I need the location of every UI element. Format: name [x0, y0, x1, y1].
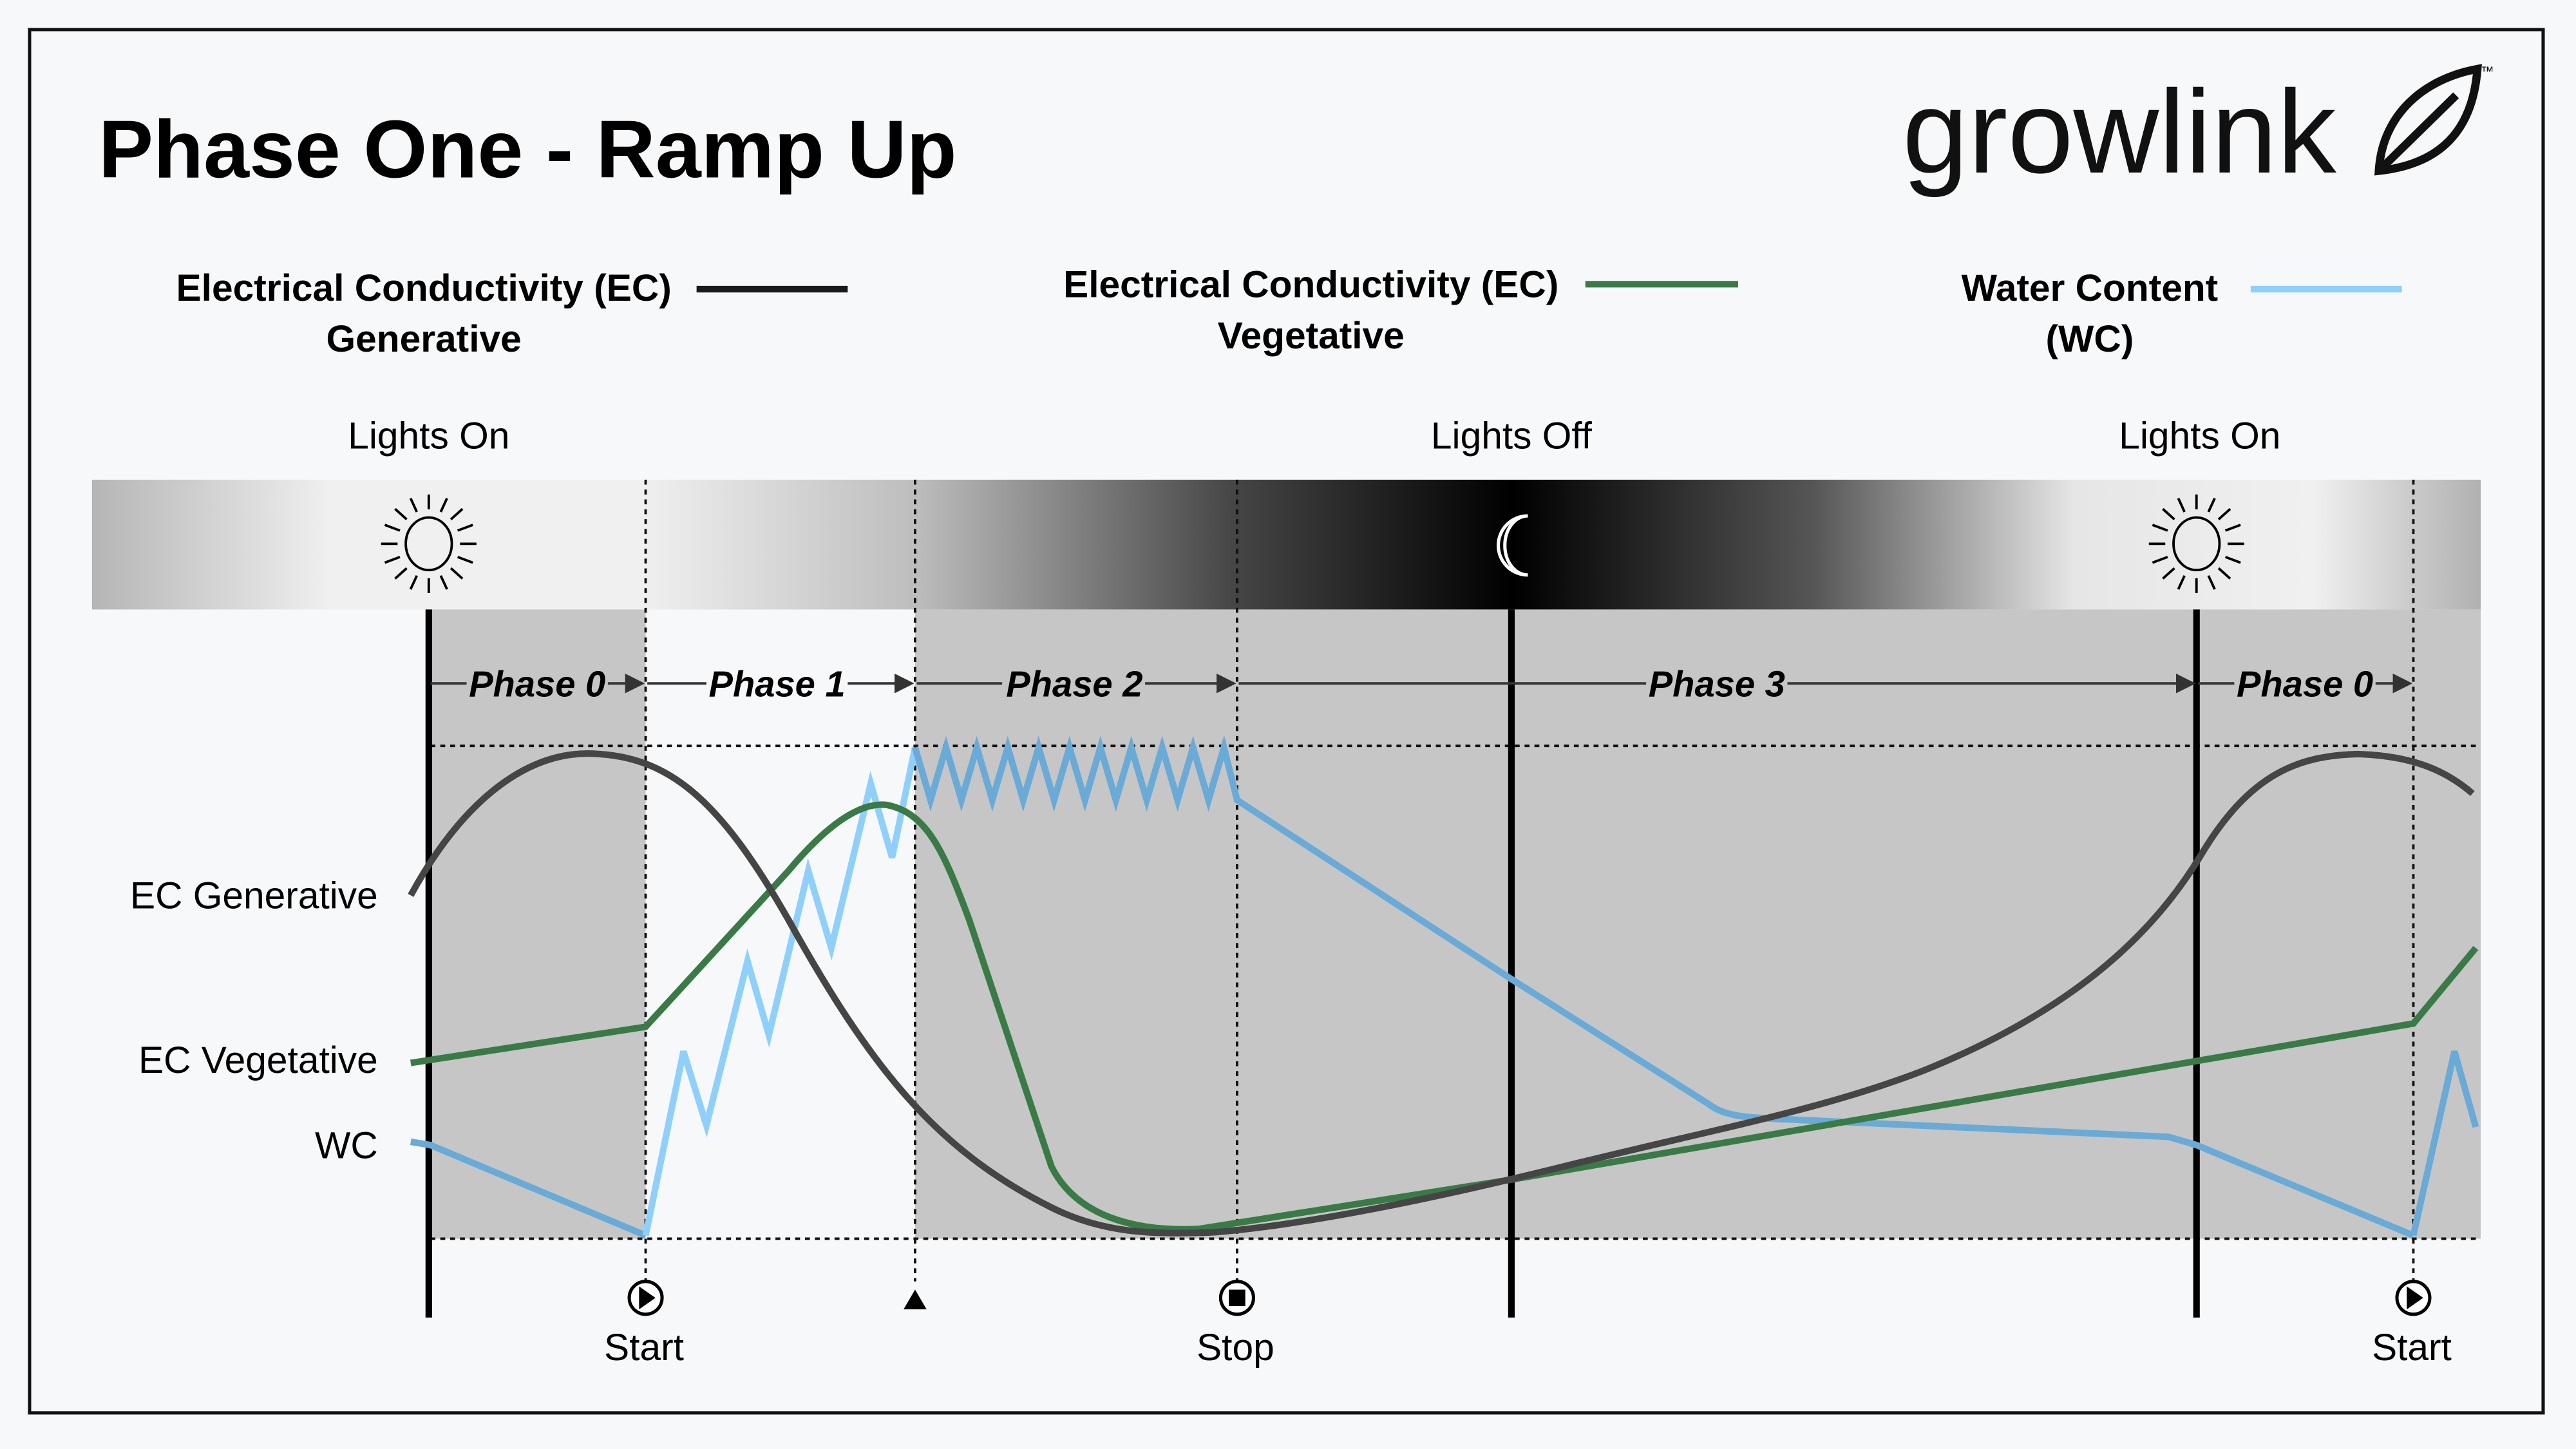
- trademark: ™: [2481, 64, 2494, 79]
- legend-label: Electrical Conductivity (EC): [1063, 264, 1558, 306]
- legend-ec-vegetative: Electrical Conductivity (EC) Vegetative: [1063, 264, 1738, 357]
- start-label: Start: [2372, 1327, 2452, 1368]
- ec-generative-curve: [408, 750, 2475, 1236]
- logo-text: growlink: [1902, 66, 2337, 198]
- leaf-icon: [2374, 64, 2482, 176]
- y-label-ec-generative: EC Generative: [130, 875, 378, 917]
- moon-icon: [1496, 514, 1528, 577]
- legend-ec-generative: Electrical Conductivity (EC) Generative: [176, 267, 848, 360]
- wc-curve-phase1: [642, 746, 918, 1236]
- lights-off-label: Lights Off: [1431, 415, 1593, 457]
- daylight-bar: [91, 479, 2481, 610]
- start-label: Start: [604, 1327, 684, 1368]
- phase-boundaries: [430, 479, 2481, 1282]
- wc-curve-final: [2410, 1050, 2479, 1236]
- start-marker: Start: [604, 1280, 684, 1368]
- y-label-ec-vegetative: EC Vegetative: [138, 1039, 378, 1081]
- legend-water-content: Water Content (WC): [1962, 267, 2402, 360]
- sun-icon: [381, 494, 477, 593]
- phase-label: Phase 0: [2237, 664, 2373, 705]
- triangle-marker-icon: [904, 1289, 927, 1310]
- legend-label: Electrical Conductivity (EC): [176, 267, 672, 309]
- page-title: Phase One - Ramp Up: [99, 104, 956, 196]
- growlink-logo: growlink ™: [1902, 64, 2494, 198]
- wc-curve-phase0: [410, 1138, 647, 1239]
- sun-icon: [2148, 494, 2244, 593]
- ec-vegetative-curve: [410, 801, 2479, 1233]
- phase-label: Phase 1: [709, 664, 846, 705]
- stop-marker: Stop: [1197, 1280, 1274, 1368]
- unshaded-phase-1: [645, 609, 915, 1239]
- legend-label: Water Content: [1962, 267, 2219, 309]
- legend-label: Vegetative: [1218, 315, 1405, 357]
- lights-on-label: Lights On: [348, 415, 509, 457]
- lights-on-label: Lights On: [2119, 415, 2280, 457]
- phase-label: Phase 2: [1006, 664, 1142, 705]
- light-transition-lines: [425, 609, 2200, 1318]
- legend-label: (WC): [2045, 318, 2134, 360]
- phase-label: Phase 3: [1649, 664, 1785, 705]
- stop-label: Stop: [1197, 1327, 1274, 1368]
- phase-label: Phase 0: [469, 664, 605, 705]
- legend-label: Generative: [327, 318, 522, 360]
- start-marker: Start: [2372, 1280, 2452, 1368]
- y-label-wc: WC: [315, 1124, 378, 1166]
